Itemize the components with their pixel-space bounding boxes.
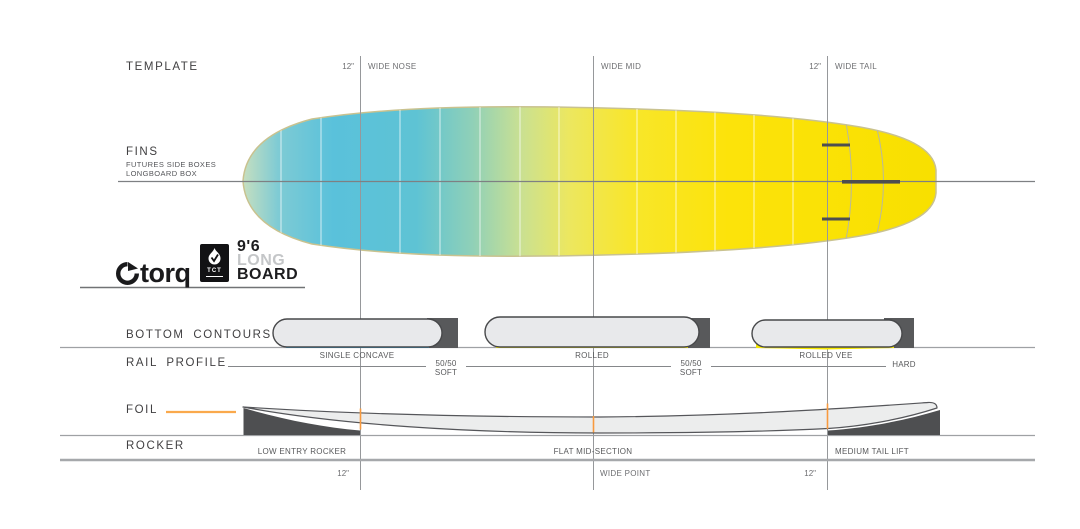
- rocker-label-tail-lift: MEDIUM TAIL LIFT: [835, 447, 909, 456]
- guide-bottom-tail-offset: 12": [804, 469, 816, 478]
- guide-top-wide-nose: WIDE NOSE: [368, 62, 417, 71]
- rail-label-2: 50/50 SOFT: [661, 359, 721, 377]
- rail-label-1-line1: 50/50: [435, 359, 457, 368]
- torq-logo-icon: [116, 262, 139, 285]
- guide-top-nose-offset: 12": [342, 62, 354, 71]
- medium-tail-lift-block: [828, 410, 940, 435]
- board-size-label: 9'6: [237, 238, 261, 255]
- guide-top-tail-offset: 12": [809, 62, 821, 71]
- cross-section-single-concave: [272, 318, 458, 348]
- contour-label-rolled: ROLLED: [575, 351, 609, 360]
- foil-guide-ticks: [359, 403, 829, 433]
- bottom-contours-section-label: BOTTOM CONTOURS: [126, 329, 272, 341]
- guide-top-wide-mid: WIDE MID: [601, 62, 642, 71]
- rail-profile-section-label: RAIL PROFILE: [126, 357, 227, 369]
- rail-label-2-line2: SOFT: [679, 367, 703, 377]
- torq-logo-text: torq: [140, 258, 191, 288]
- template-section-label: TEMPLATE: [126, 61, 199, 73]
- rocker-label-flat-mid: FLAT MID-SECTION: [553, 447, 633, 456]
- board-model-line2: BOARD: [237, 266, 299, 283]
- rail-label-1-line2: SOFT: [434, 367, 458, 377]
- guide-bottom-wide-point: WIDE POINT: [600, 469, 651, 478]
- low-entry-rocker-block: [243, 408, 360, 435]
- tct-flame-icon: [208, 248, 221, 265]
- foil-rocker-profile: [166, 401, 940, 435]
- tct-badge-line: [206, 276, 223, 277]
- foil-section-label: FOIL: [126, 404, 158, 416]
- cross-section-rolled-vee: [751, 318, 914, 350]
- longboard-fin-box: [842, 180, 900, 184]
- bottom-contour-sections: [272, 316, 914, 350]
- rail-label-3: HARD: [874, 360, 934, 370]
- contour-label-rolled-vee: ROLLED VEE: [799, 351, 853, 360]
- contour-label-single-concave: SINGLE CONCAVE: [319, 351, 395, 360]
- cross-section-rolled: [484, 316, 710, 348]
- fins-sub-label-2: LONGBOARD BOX: [126, 169, 198, 178]
- guide-top-wide-tail: WIDE TAIL: [835, 62, 877, 71]
- rail-label-1: 50/50 SOFT: [416, 359, 476, 377]
- fin-boxes: [822, 143, 900, 221]
- fins-section-label: FINS: [126, 146, 159, 158]
- rail-label-3-line1: HARD: [892, 360, 916, 369]
- tct-badge-label: TCT: [207, 268, 222, 274]
- rail-label-2-line1: 50/50: [680, 359, 702, 368]
- rocker-section-label: ROCKER: [126, 440, 185, 452]
- foil-outline: [242, 401, 938, 434]
- futures-side-box-bottom: [822, 217, 850, 221]
- rocker-label-low-entry: LOW ENTRY ROCKER: [257, 447, 347, 456]
- tct-badge: TCT: [200, 244, 229, 282]
- fins-sub-label-1: FUTURES SIDE BOXES: [126, 160, 217, 169]
- futures-side-box-top: [822, 143, 850, 147]
- guide-bottom-nose-offset: 12": [337, 469, 349, 478]
- board-model-line1: LONG: [237, 252, 286, 269]
